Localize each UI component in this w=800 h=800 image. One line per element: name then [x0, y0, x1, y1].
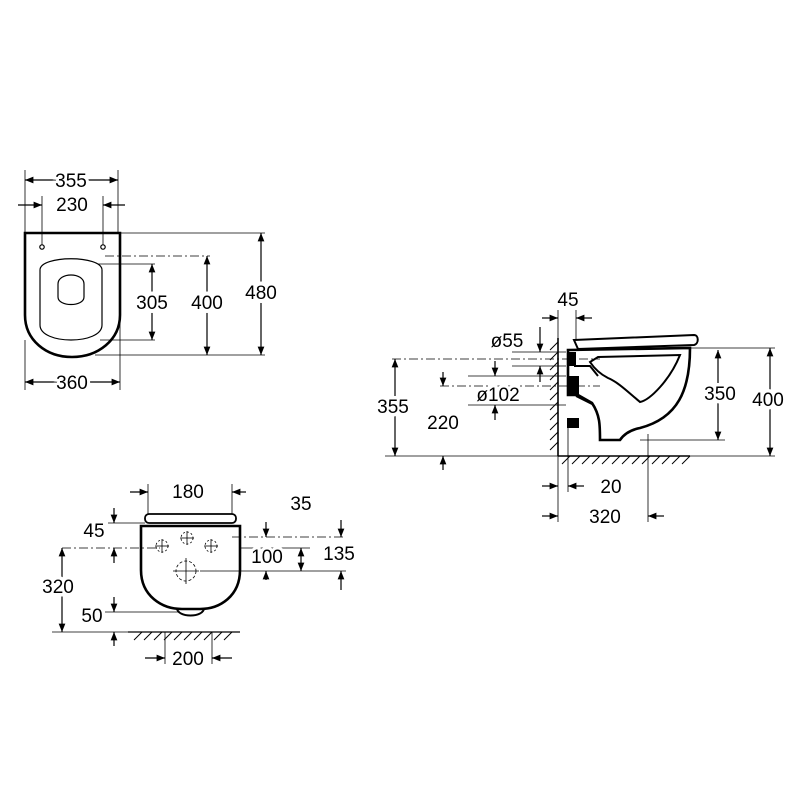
dim-20: 20 [600, 477, 621, 498]
dim-355: 355 [55, 171, 87, 192]
dim-45-front: 45 [83, 521, 104, 542]
dim-305: 305 [136, 293, 168, 314]
side-view-bowl-outline [566, 346, 692, 442]
front-view-outlet [176, 607, 205, 617]
dim-diameter-55: ø55 [491, 331, 524, 352]
front-view-bowl-outline [139, 524, 242, 611]
dim-320-side: 320 [589, 507, 621, 528]
dim-320-front: 320 [42, 577, 74, 598]
dim-355-side: 355 [377, 397, 409, 418]
side-view-lid [572, 333, 699, 351]
top-view-bowl-outline [23, 231, 122, 359]
dim-diameter-102: ø102 [476, 385, 519, 406]
dim-350: 350 [704, 384, 736, 405]
side-view-floor-hatch [561, 455, 691, 465]
dim-180: 180 [172, 482, 204, 503]
side-view: 45 ø55 ø102 355 220 350 400 [374, 290, 788, 528]
dim-100: 100 [251, 547, 283, 568]
dim-135: 135 [323, 544, 355, 565]
top-view-seat-opening [39, 258, 103, 341]
dim-480: 480 [245, 283, 277, 304]
dim-400-side: 400 [752, 390, 784, 411]
top-view-lid-shape [57, 274, 85, 306]
dim-200: 200 [172, 649, 204, 670]
top-view: 355 230 305 400 480 360 [18, 168, 281, 397]
side-view-bowl-inner [588, 353, 682, 404]
dim-35: 35 [290, 494, 311, 515]
dim-360: 360 [56, 373, 88, 394]
dim-230: 230 [56, 195, 88, 216]
side-view-wall-hatch [549, 341, 559, 451]
dim-400: 400 [191, 293, 223, 314]
front-view-lid [144, 513, 237, 524]
dim-220: 220 [427, 413, 459, 434]
front-view-fixing-marks [155, 531, 218, 584]
dim-45-side: 45 [557, 290, 578, 311]
front-view-floor-hatch [133, 631, 233, 641]
front-view: 180 45 35 100 135 320 50 20 [39, 482, 358, 670]
dim-50: 50 [81, 606, 102, 627]
